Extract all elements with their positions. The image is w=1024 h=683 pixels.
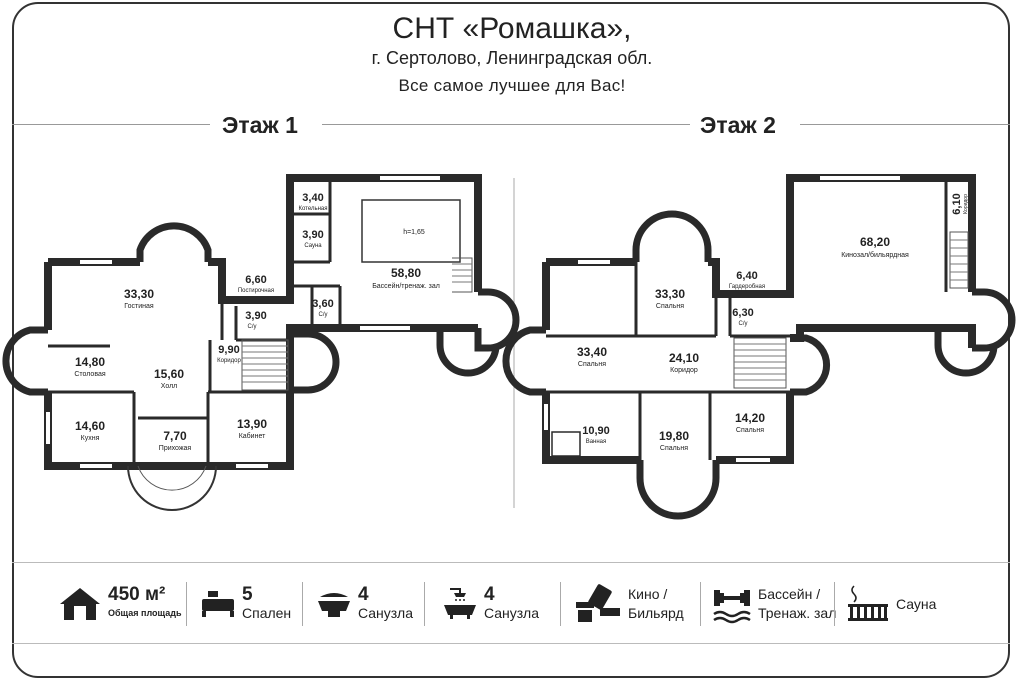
bottom-divider-bottom bbox=[12, 643, 1010, 644]
bottom-divider-top bbox=[12, 562, 1010, 563]
room-area: 33,30 bbox=[124, 287, 154, 301]
floor-plans: 3,40 Котельная 3,90 Сауна 58,80 Бассейн/… bbox=[2, 174, 1016, 520]
room-name: Коридор bbox=[963, 194, 969, 214]
room-area: 24,10 bbox=[669, 351, 699, 365]
room-name: Кабинет bbox=[239, 432, 266, 440]
feature-cinema-line2: Бильярд bbox=[628, 605, 684, 621]
room-name: С/у bbox=[319, 312, 328, 318]
feature-area-label: Общая площадь bbox=[108, 608, 182, 618]
feature-separator bbox=[834, 582, 835, 626]
feature-toilets-value: 4 bbox=[358, 584, 369, 605]
room-area: 33,40 bbox=[577, 345, 607, 359]
feature-bathrooms: 4 Санузла bbox=[442, 576, 539, 632]
room-name: Коридор bbox=[217, 358, 241, 364]
room-area: 14,60 bbox=[75, 419, 105, 433]
room-name: Спальня bbox=[656, 303, 684, 310]
room-name: Спальня bbox=[736, 427, 764, 434]
room-name: Котельная bbox=[298, 206, 327, 212]
room-area: 10,90 bbox=[582, 425, 610, 437]
feature-pool-line1: Бассейн / bbox=[758, 586, 821, 602]
room-area: 3,40 bbox=[302, 192, 323, 204]
feature-cinema-line1: Кино / bbox=[628, 586, 668, 602]
house-icon bbox=[60, 588, 100, 620]
room-name: Постирочная bbox=[238, 288, 274, 294]
feature-cinema: Кино / Бильярд bbox=[572, 576, 684, 632]
room-area: 33,30 bbox=[655, 287, 685, 301]
floor-2-labels: 6,10 Коридор 68,20 Кинозал/бильярдная 33… bbox=[577, 193, 969, 452]
floor-1-inner-walls bbox=[46, 176, 473, 511]
room-area: 6,10 bbox=[951, 193, 963, 214]
shower-icon bbox=[444, 588, 476, 619]
toilet-icon bbox=[318, 593, 350, 617]
room-area: 6,30 bbox=[732, 307, 753, 319]
room-name: Бассейн/тренаж. зал bbox=[372, 282, 440, 290]
feature-sauna-label: Сауна bbox=[896, 595, 937, 612]
feature-bedrooms-value: 5 bbox=[242, 584, 253, 605]
feature-toilets: 4 Санузла bbox=[316, 576, 413, 632]
feature-separator bbox=[424, 582, 425, 626]
room-name: Гардеробная bbox=[729, 284, 765, 290]
room-area: 6,40 bbox=[736, 270, 757, 282]
feature-separator bbox=[560, 582, 561, 626]
feature-bedrooms: 5 Спален bbox=[200, 576, 291, 632]
feature-bathrooms-label: Санузла bbox=[484, 605, 540, 621]
room-area: 7,70 bbox=[163, 429, 187, 443]
room-name: Спальня bbox=[660, 445, 688, 452]
feature-separator bbox=[700, 582, 701, 626]
feature-bathrooms-value: 4 bbox=[484, 584, 495, 605]
feature-area-value: 450 м² bbox=[108, 584, 166, 605]
feature-separator bbox=[302, 582, 303, 626]
tagline: Все самое лучшее для Вас! bbox=[398, 76, 626, 95]
feature-pool-gym: Бассейн / Тренаж. зал bbox=[712, 576, 836, 632]
feature-sauna: Сауна bbox=[846, 576, 936, 632]
floor-1-title: Этаж 1 bbox=[222, 112, 298, 138]
feature-pool-line2: Тренаж. зал bbox=[758, 605, 837, 621]
room-area: 13,90 bbox=[237, 417, 267, 431]
room-name: Холл bbox=[161, 383, 178, 390]
room-area: 3,90 bbox=[302, 229, 323, 241]
divider-right bbox=[800, 124, 1010, 125]
floor-1-labels: 3,40 Котельная 3,90 Сауна 58,80 Бассейн/… bbox=[74, 192, 439, 452]
room-area: 68,20 bbox=[860, 235, 890, 249]
divider-middle bbox=[322, 124, 690, 125]
room-name: С/у bbox=[739, 321, 748, 327]
room-name: Коридор bbox=[670, 367, 698, 374]
dumbbell-pool-icon bbox=[713, 590, 751, 624]
divider-left bbox=[12, 124, 210, 125]
room-name: Кухня bbox=[81, 435, 100, 442]
address: г. Сертолово, Ленинградская обл. bbox=[371, 48, 653, 68]
room-area: 3,60 bbox=[312, 298, 333, 310]
room-name: Ванная bbox=[586, 439, 607, 445]
pool-depth-note: h=1,65 bbox=[403, 229, 425, 236]
room-name: Сауна bbox=[304, 243, 322, 249]
room-area: 3,90 bbox=[245, 310, 266, 322]
room-name: С/у bbox=[248, 324, 257, 330]
room-area: 58,80 bbox=[391, 266, 421, 280]
sauna-icon bbox=[848, 585, 888, 621]
room-area: 14,80 bbox=[75, 355, 105, 369]
room-area: 15,60 bbox=[154, 367, 184, 381]
floor-2-inner-walls bbox=[544, 176, 969, 462]
room-area: 19,80 bbox=[659, 429, 689, 443]
room-name: Гостиная bbox=[124, 303, 154, 310]
room-name: Спальня bbox=[578, 361, 606, 368]
cinema-icon bbox=[576, 584, 620, 622]
page-title: СНТ «Ромашка», bbox=[392, 12, 632, 45]
room-area: 14,20 bbox=[735, 411, 765, 425]
room-name: Столовая bbox=[74, 371, 106, 378]
room-area: 6,60 bbox=[245, 274, 266, 286]
room-area: 9,90 bbox=[218, 344, 239, 356]
feature-area: 450 м² Общая площадь bbox=[58, 576, 182, 632]
feature-toilets-label: Санузла bbox=[358, 605, 414, 621]
floor-2-title: Этаж 2 bbox=[700, 112, 776, 138]
feature-bedrooms-label: Спален bbox=[242, 605, 292, 621]
room-name: Кинозал/бильярдная bbox=[841, 251, 909, 259]
room-name: Прихожая bbox=[159, 445, 192, 452]
bed-icon bbox=[202, 591, 234, 617]
feature-separator bbox=[186, 582, 187, 626]
